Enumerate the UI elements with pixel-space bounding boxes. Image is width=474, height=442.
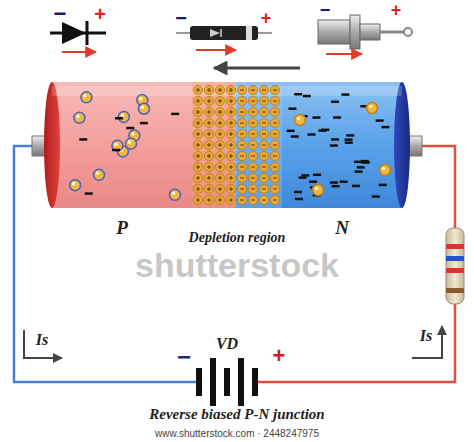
region-label: N [282, 218, 402, 238]
region-label: VD [190, 336, 264, 353]
polarity-sign: − [320, 0, 331, 21]
caption: Reverse biased P-N junction [149, 406, 324, 423]
battery-terminal: − [177, 343, 191, 371]
region-label: Depletion region [186, 231, 288, 246]
n-region: N [282, 82, 402, 238]
polarity-sign: − [175, 7, 187, 30]
stud-diode [318, 15, 412, 54]
polarity-sign: + [391, 0, 402, 21]
battery-symbol [196, 358, 258, 406]
resistor-symbol [446, 228, 464, 304]
polarity-sign: + [94, 3, 106, 26]
current-label: Is [36, 331, 48, 349]
battery-terminal: + [273, 343, 286, 369]
pn-junction-body [32, 82, 422, 208]
p-region: P [52, 82, 192, 238]
polarity-sign: − [54, 1, 67, 27]
current-label: Is [420, 327, 432, 345]
field-arrow [214, 67, 300, 70]
current-arrow [412, 326, 442, 358]
axial-diode [176, 26, 272, 50]
current-arrow [24, 330, 62, 358]
battery-node: VD [190, 336, 264, 408]
region-label: P [52, 218, 192, 238]
polarity-sign: + [261, 8, 272, 29]
watermark: shutterstock [135, 246, 339, 285]
depletion-region: Depletion region [186, 82, 288, 246]
watermark-url: www.shutterstock.com · 2448247975 [155, 428, 319, 439]
